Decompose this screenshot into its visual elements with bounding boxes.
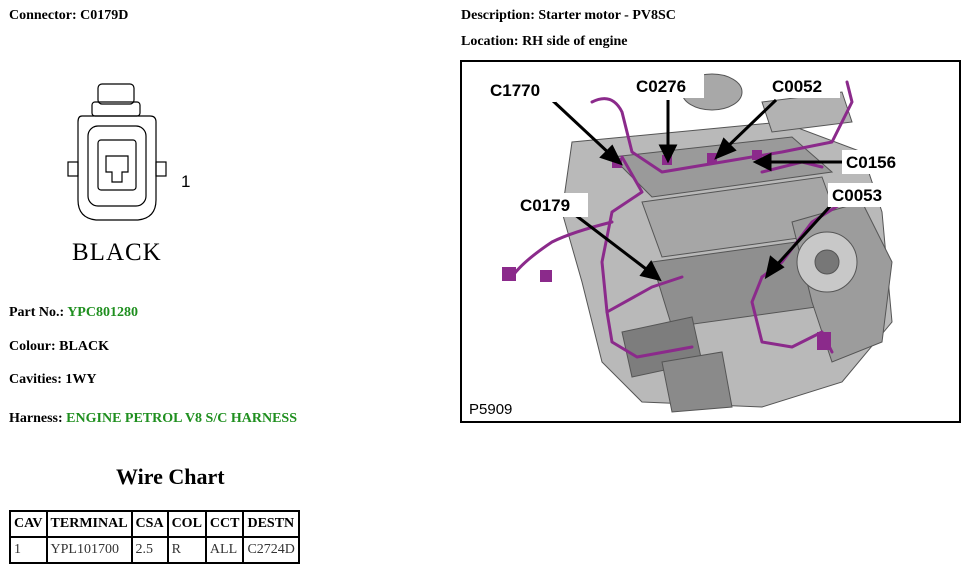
- column-header-col: COL: [166, 510, 207, 538]
- part-number-line: Part No.: YPC801280: [9, 305, 138, 321]
- connector-label: Connector:: [9, 8, 77, 23]
- colour-line: Colour: BLACK: [9, 339, 109, 355]
- table-row: 1 YPL101700 2.5 R ALL C2724D: [9, 536, 300, 564]
- cell-cct: ALL: [204, 536, 245, 564]
- connector-colour-caption: BLACK: [72, 239, 162, 266]
- harness-link[interactable]: ENGINE PETROL V8 S/C HARNESS: [66, 411, 297, 426]
- engine-location-image: C1770 C0276 C0052 C0156 C0179 C0053 P590…: [460, 60, 961, 423]
- cavities-label: Cavities:: [9, 372, 62, 387]
- cavities-line: Cavities: 1WY: [9, 372, 97, 388]
- callout-c0276: C0276: [636, 77, 686, 96]
- cavities-value: 1WY: [65, 372, 97, 387]
- colour-value: BLACK: [59, 339, 109, 354]
- part-number-link[interactable]: YPC801280: [67, 305, 138, 320]
- cell-col: R: [166, 536, 207, 564]
- location-value: RH side of engine: [522, 34, 628, 49]
- cell-destn: C2724D: [242, 536, 300, 564]
- wire-chart-table: CAV TERMINAL CSA COL CCT DESTN 1 YPL1017…: [9, 510, 300, 564]
- part-number-label: Part No.:: [9, 305, 65, 320]
- callout-c0156: C0156: [846, 153, 896, 172]
- column-header-destn: DESTN: [242, 510, 300, 538]
- callout-c0052: C0052: [772, 77, 822, 96]
- cell-terminal: YPL101700: [45, 536, 133, 564]
- cell-cav: 1: [9, 536, 48, 564]
- connector-id: C0179D: [80, 8, 129, 23]
- column-header-cct: CCT: [204, 510, 245, 538]
- column-header-terminal: TERMINAL: [45, 510, 133, 538]
- column-header-csa: CSA: [130, 510, 169, 538]
- engine-illustration: C1770 C0276 C0052 C0156 C0179 C0053: [486, 73, 914, 413]
- callout-c0053: C0053: [832, 186, 882, 205]
- description-label: Description:: [461, 8, 535, 23]
- callout-c1770: C1770: [490, 81, 540, 100]
- image-reference: P5909: [467, 401, 515, 418]
- cell-csa: 2.5: [130, 536, 169, 564]
- connector-line: Connector: C0179D: [9, 8, 128, 24]
- column-header-cav: CAV: [9, 510, 48, 538]
- wire-chart-title: Wire Chart: [116, 464, 225, 489]
- location-line: Location: RH side of engine: [461, 34, 627, 50]
- location-label: Location:: [461, 34, 519, 49]
- harness-label: Harness:: [9, 411, 63, 426]
- cavity-number: 1: [181, 172, 191, 191]
- colour-label: Colour:: [9, 339, 56, 354]
- description-value: Starter motor - PV8SC: [538, 8, 676, 23]
- harness-line: Harness: ENGINE PETROL V8 S/C HARNESS: [9, 411, 297, 427]
- connector-face-drawing: [67, 83, 167, 221]
- table-header-row: CAV TERMINAL CSA COL CCT DESTN: [9, 510, 300, 538]
- callout-c0179: C0179: [520, 196, 570, 215]
- description-line: Description: Starter motor - PV8SC: [461, 8, 676, 24]
